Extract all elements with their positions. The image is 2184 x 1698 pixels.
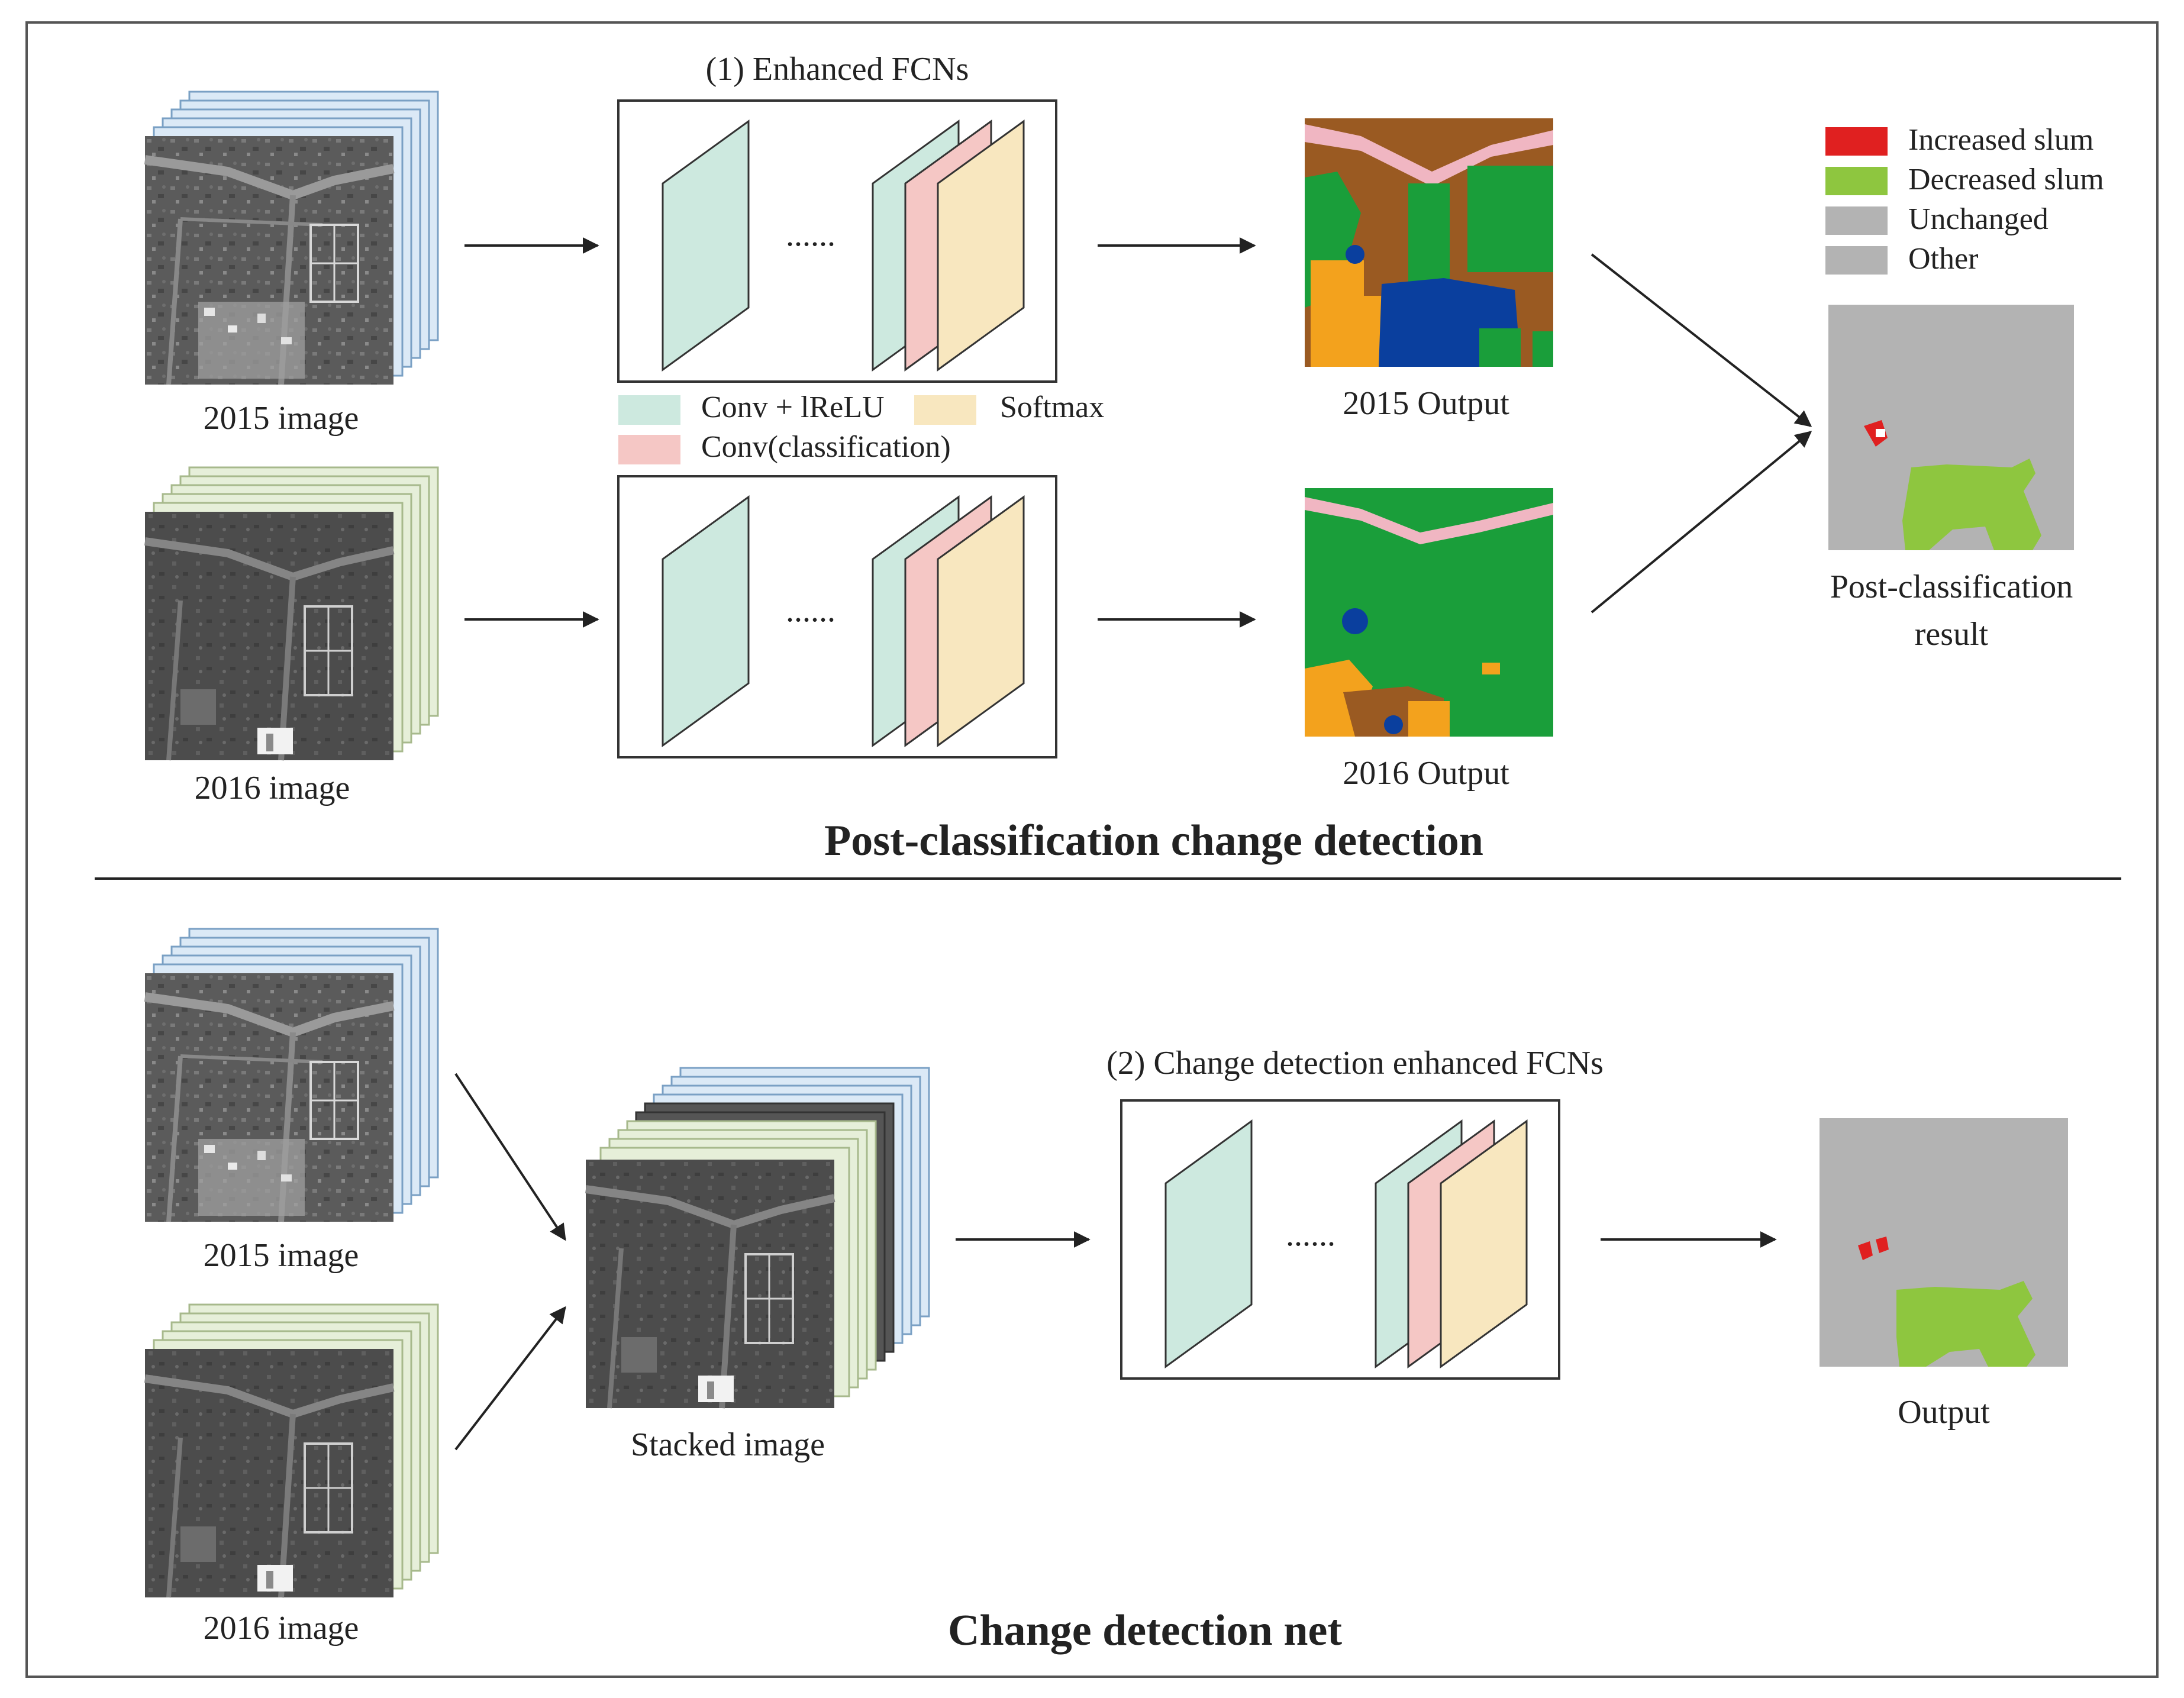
label-2015-output: 2015 Output [1343, 385, 1509, 422]
fcn-dots: ...... [786, 217, 835, 253]
enhanced-fcns-title: (1) Enhanced FCNs [706, 51, 969, 88]
fcn-dots: ...... [786, 592, 835, 629]
stacked-image [586, 1067, 930, 1408]
change-detection-fcns-title: (2) Change detection enhanced FCNs [1106, 1045, 1604, 1082]
fcn-conv-layer-first [662, 120, 750, 372]
change-detection-output-map [1820, 1118, 2068, 1367]
satellite-image-2016 [145, 1349, 393, 1597]
satellite-image-2016 [145, 512, 393, 760]
label-2015-image-top: 2015 image [204, 400, 359, 437]
label-stacked-image: Stacked image [631, 1426, 825, 1463]
legend-label-unchanged: Unchanged [1908, 202, 2048, 236]
legend-swatch-increased-slum [1825, 127, 1888, 156]
legend-swatch-decreased-slum [1825, 167, 1888, 195]
section-title-change-detection-net: Change detection net [948, 1606, 1342, 1655]
arrow-2015-to-stacked [454, 1073, 566, 1241]
arrow-output-2016-to-result [1591, 431, 1812, 614]
classification-map-2016 [1305, 488, 1553, 737]
label-2016-image-bottom: 2016 image [204, 1610, 359, 1647]
label-2015-image-bottom: 2015 image [204, 1237, 359, 1274]
arrow-2016-to-stacked [454, 1306, 566, 1451]
legend-label-conv-classification: Conv(classification) [701, 430, 951, 464]
section-title-post-classification: Post-classification change detection [824, 816, 1483, 865]
image-stack-2015-top [145, 91, 439, 385]
fcn-conv-layer-first [1164, 1119, 1253, 1368]
fcn-conv-layer-first [662, 495, 750, 747]
classification-map-2015 [1305, 118, 1553, 367]
label-post-classification-result-line2: result [1915, 616, 1989, 653]
post-classification-result-map [1828, 305, 2074, 550]
legend-label-softmax: Softmax [1000, 390, 1104, 424]
image-stack-2016-top [145, 466, 439, 760]
legend-swatch-conv-classification [618, 435, 680, 464]
label-output: Output [1898, 1394, 1990, 1431]
fcn-softmax-layer [1440, 1119, 1528, 1368]
legend-label-other: Other [1908, 242, 1978, 276]
legend-label-conv-relu: Conv + lReLU [701, 390, 885, 424]
legend-swatch-other [1825, 246, 1888, 275]
arrow-output-2015-to-result [1591, 253, 1812, 427]
legend-swatch-unchanged [1825, 206, 1888, 235]
image-stack-2016-bottom [145, 1303, 439, 1597]
legend-label-increased-slum: Increased slum [1908, 123, 2093, 157]
fcn-softmax-layer [937, 120, 1025, 372]
satellite-image-2015 [145, 973, 393, 1222]
label-2016-output: 2016 Output [1343, 755, 1509, 792]
label-post-classification-result-line1: Post-classification [1830, 569, 2073, 605]
fcn-softmax-layer [937, 495, 1025, 747]
legend-label-decreased-slum: Decreased slum [1908, 163, 2104, 196]
fcn-dots: ...... [1286, 1216, 1335, 1253]
satellite-image-2015 [145, 136, 393, 385]
legend-swatch-conv-relu [618, 395, 680, 425]
image-stack-2015-bottom [145, 928, 439, 1222]
outer-frame [25, 21, 2159, 1678]
legend-swatch-softmax [914, 395, 976, 425]
label-2016-image-top: 2016 image [195, 770, 350, 806]
